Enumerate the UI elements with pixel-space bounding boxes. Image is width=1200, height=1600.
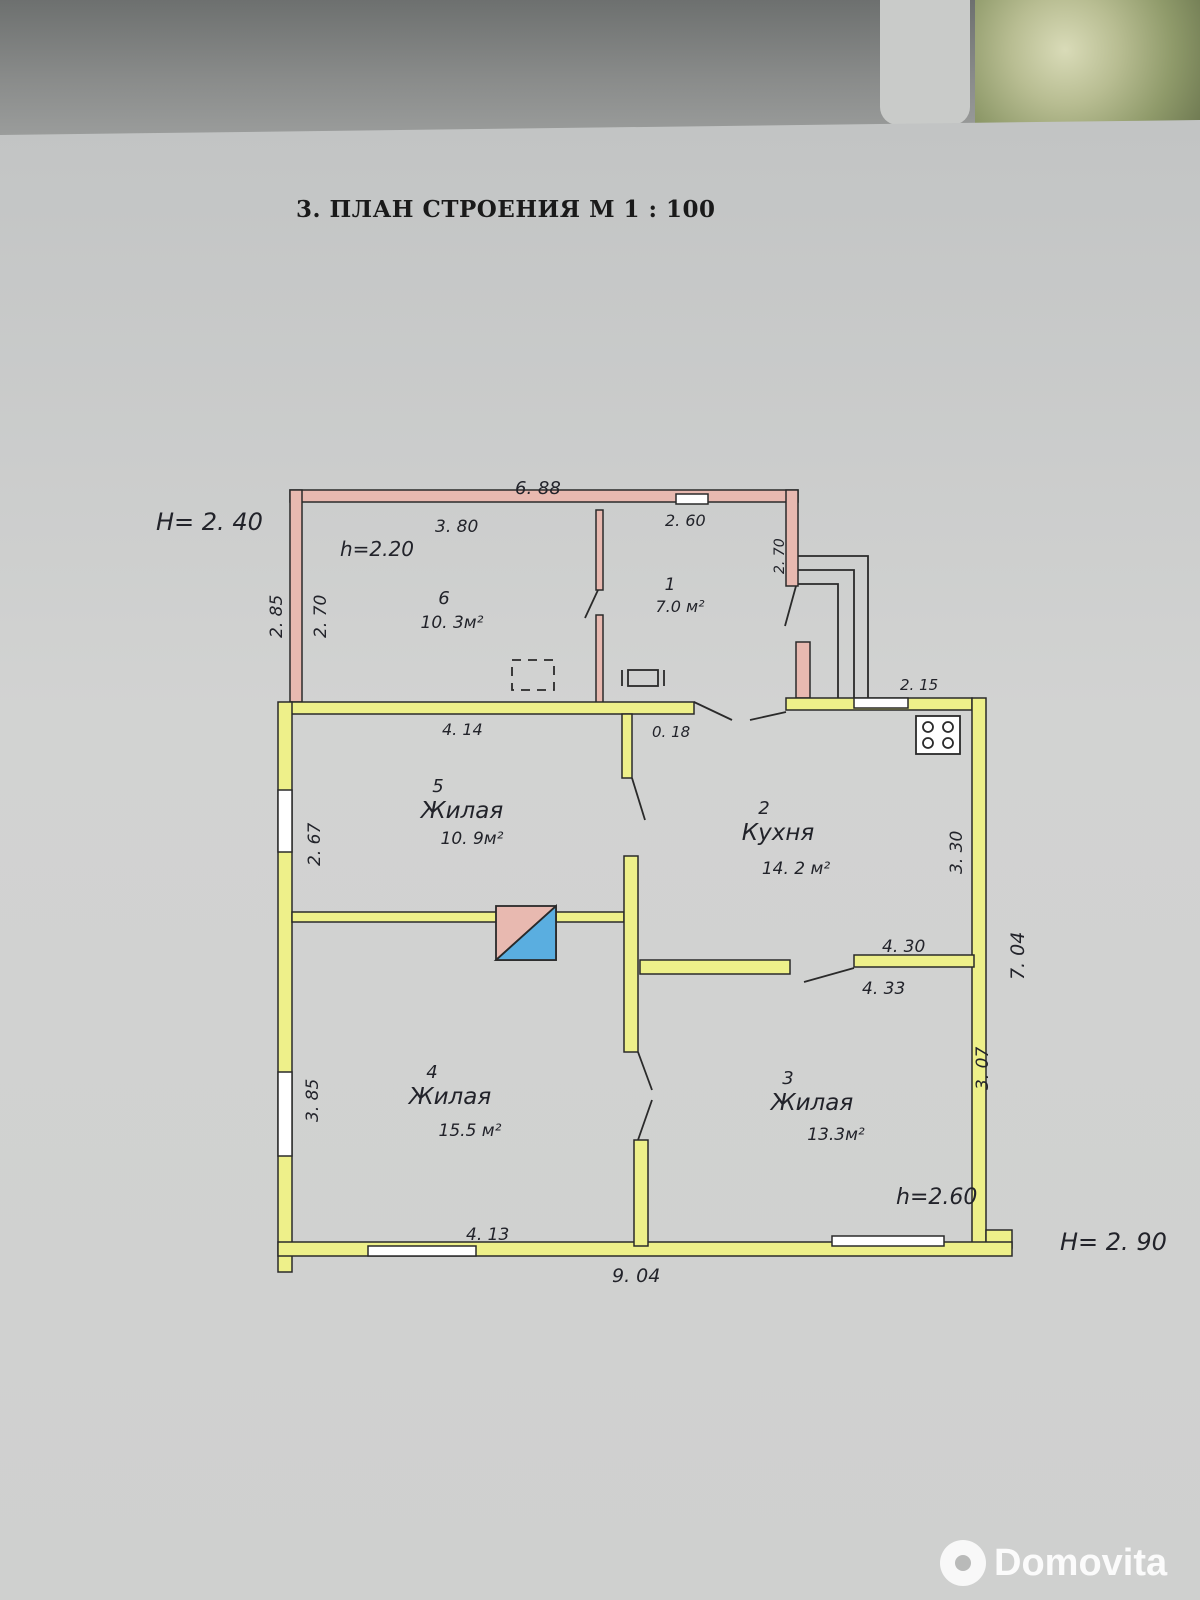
dim-right-room3: 3. 07 bbox=[973, 1047, 993, 1090]
room-number: 2 bbox=[758, 798, 769, 819]
door-4-lower bbox=[637, 1099, 653, 1141]
room-2: 2 Кухня 14. 2 м² bbox=[742, 798, 831, 879]
room-name: Кухня bbox=[742, 820, 815, 846]
room-number: 5 bbox=[432, 776, 443, 797]
ext-window-top bbox=[675, 493, 709, 505]
partition-middle bbox=[623, 855, 639, 1053]
partition-lower bbox=[633, 1139, 649, 1247]
dim-left-inner-upper: 2. 70 bbox=[311, 595, 331, 638]
room-area: 15.5 м² bbox=[439, 1121, 502, 1141]
dim-right-total: 7. 04 bbox=[1007, 932, 1029, 980]
logo-icon bbox=[940, 1540, 986, 1586]
dim-left-outer-upper: 2. 85 bbox=[267, 595, 287, 638]
height-room6: h=2.20 bbox=[340, 537, 414, 561]
wall-left bbox=[277, 701, 293, 1273]
porch-line-outer bbox=[798, 555, 869, 700]
wall-mid-left bbox=[289, 701, 695, 715]
masonry-stove-diagonal bbox=[495, 905, 557, 961]
extension-walls bbox=[289, 489, 811, 704]
room-4: 4 Жилая 15.5 м² bbox=[407, 1062, 502, 1141]
wall-kitchen-room3-right bbox=[853, 954, 975, 968]
dim-top-left: 3. 80 bbox=[435, 517, 478, 537]
height-room3: h=2.60 bbox=[896, 1185, 977, 1210]
porch bbox=[798, 555, 869, 700]
height-outer-left: H= 2. 40 bbox=[156, 508, 263, 536]
dim-mid-door: 0. 18 bbox=[652, 723, 690, 741]
dim-left-room5: 2. 67 bbox=[305, 823, 325, 866]
door-5-2 bbox=[631, 777, 646, 821]
porch-line-mid bbox=[798, 569, 855, 700]
porch-line-inner bbox=[798, 583, 839, 700]
dim-mid-right-upper: 4. 30 bbox=[882, 937, 925, 957]
paper-sheet bbox=[0, 120, 1200, 1600]
room-number: 4 bbox=[426, 1062, 437, 1083]
window-bottom-left bbox=[367, 1245, 477, 1257]
fixtures bbox=[493, 659, 961, 961]
wall-kitchen-room3-left bbox=[639, 959, 791, 975]
stove-room6 bbox=[511, 659, 555, 691]
room-1: 1 7.0 м² bbox=[655, 575, 705, 616]
dim-mid-right-lower: 4. 33 bbox=[862, 979, 905, 999]
ext-wall-left bbox=[289, 489, 303, 703]
room-name: Жилая bbox=[769, 1090, 854, 1116]
room-area: 10. 3м² bbox=[421, 613, 484, 633]
room-name: Жилая bbox=[407, 1084, 492, 1110]
room-6: 6 10. 3м² bbox=[421, 588, 484, 633]
burner-icon bbox=[922, 721, 934, 733]
kitchen-stove bbox=[915, 715, 961, 755]
door-2-3 bbox=[803, 967, 855, 983]
room-5: 5 Жилая 10. 9м² bbox=[419, 776, 504, 849]
watermark-logo: Domovita bbox=[940, 1540, 1167, 1586]
wall-room5-room4 bbox=[291, 911, 625, 923]
ext-partition-upper bbox=[595, 509, 604, 591]
ext-wall-right-upper bbox=[785, 489, 799, 587]
room-area: 13.3м² bbox=[807, 1125, 865, 1145]
dim-mid-left: 4. 14 bbox=[442, 720, 483, 739]
dim-corridor-right: 2. 15 bbox=[900, 676, 938, 694]
room-name: Жилая bbox=[419, 798, 504, 824]
room-area: 14. 2 м² bbox=[762, 859, 830, 879]
logo-text: Domovita bbox=[994, 1541, 1168, 1584]
burner-icon bbox=[922, 737, 934, 749]
doors bbox=[584, 585, 855, 1141]
burner-icon bbox=[942, 721, 954, 733]
window-room4 bbox=[277, 1071, 293, 1157]
dim-top-total: 6. 88 bbox=[515, 478, 561, 499]
dim-bottom-total: 9. 04 bbox=[612, 1265, 660, 1287]
ext-partition-lower bbox=[595, 614, 604, 704]
height-outer-right: H= 2. 90 bbox=[1060, 1228, 1167, 1256]
ext-pillar bbox=[795, 641, 811, 699]
window-room5 bbox=[277, 789, 293, 853]
burner-icon bbox=[942, 737, 954, 749]
room-area: 10. 9м² bbox=[441, 829, 504, 849]
dim-bottom-inner: 4. 13 bbox=[466, 1225, 509, 1245]
wall-right-upper bbox=[971, 697, 987, 1251]
window-bottom-right bbox=[831, 1235, 945, 1247]
binder-clip bbox=[880, 0, 970, 125]
room-area: 7.0 м² bbox=[655, 597, 705, 616]
windows bbox=[277, 697, 945, 1257]
room-number: 1 bbox=[665, 575, 676, 595]
partition-upper bbox=[621, 713, 633, 779]
door-4-upper bbox=[637, 1051, 653, 1091]
room-3: 3 Жилая 13.3м² bbox=[769, 1068, 865, 1145]
heater-room1 bbox=[627, 669, 659, 687]
door-1-porch bbox=[784, 585, 797, 627]
window-kitchen-top bbox=[853, 697, 909, 709]
dim-vert-room1: 2. 70 bbox=[772, 538, 788, 574]
room-number: 6 bbox=[438, 588, 449, 609]
dim-top-right: 2. 60 bbox=[665, 511, 706, 530]
door-entry-right bbox=[749, 711, 787, 721]
plan-title: 3. ПЛАН СТРОЕНИЯ М 1 : 100 bbox=[296, 196, 716, 223]
door-6-1 bbox=[584, 589, 599, 619]
room-number: 3 bbox=[782, 1068, 793, 1089]
door-entry-left bbox=[693, 701, 733, 721]
dim-right-kitchen: 3. 30 bbox=[947, 831, 967, 874]
dim-left-room4: 3. 85 bbox=[303, 1079, 323, 1122]
fabric-background bbox=[975, 0, 1200, 125]
